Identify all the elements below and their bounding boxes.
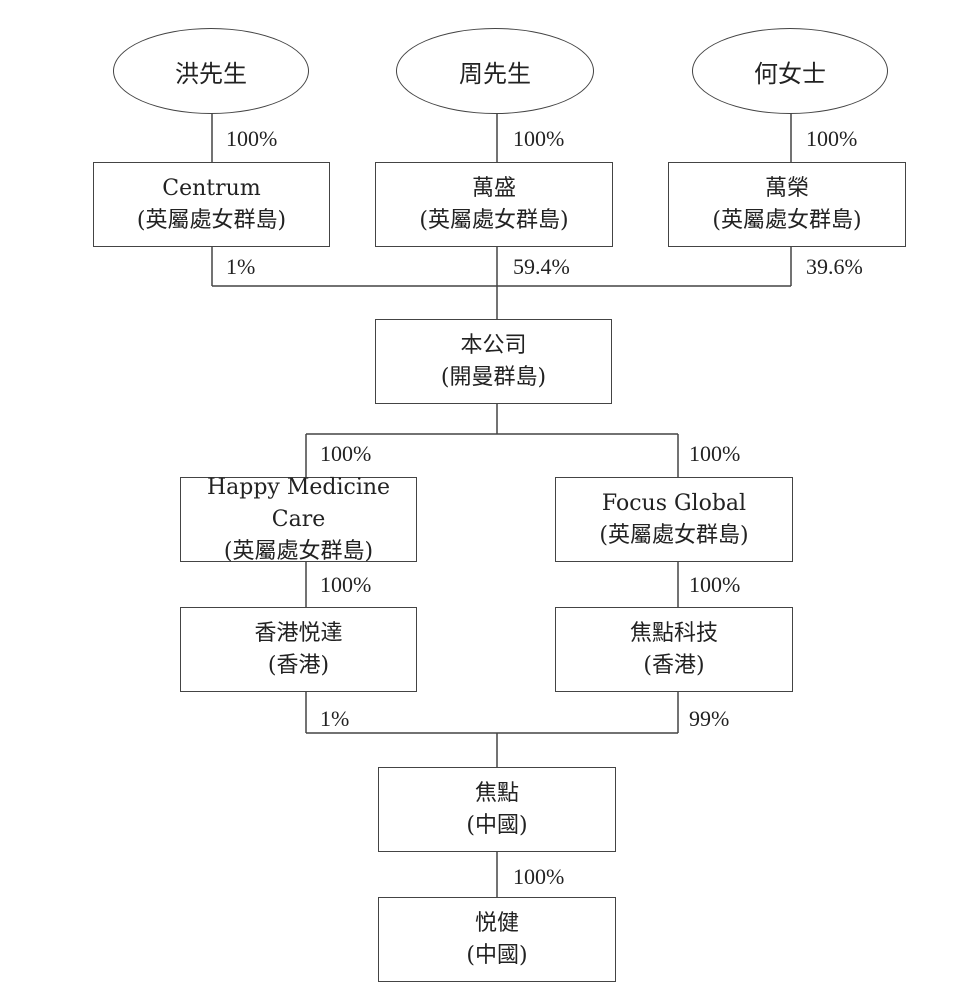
entity-yuejian: 悦健 (中國) [378, 897, 616, 982]
shareholder-ho-name: 何女士 [754, 59, 826, 88]
pct-ho-wanwing: 100% [806, 126, 858, 151]
entity-focus-global-place: (英屬處女群島) [599, 522, 749, 548]
entity-focus-tech: 焦點科技 (香港) [555, 607, 793, 692]
pct-happy-hk: 100% [320, 572, 372, 597]
entity-focus-tech-name: 焦點科技 [629, 620, 718, 646]
entity-centrum-place: (英屬處女群島) [136, 207, 287, 233]
entity-focus-global: Focus Global (英屬處女群島) [555, 477, 793, 562]
pct-wanwing-company: 39.6% [806, 254, 863, 279]
entity-hk-yueda-place: (香港) [267, 652, 330, 678]
entity-wanwing: 萬榮 (英屬處女群島) [668, 162, 906, 247]
entity-wansing: 萬盛 (英屬處女群島) [375, 162, 613, 247]
pct-company-happy: 100% [320, 441, 372, 466]
entity-company-place: (開曼群島) [440, 364, 547, 390]
pct-yueda-prc: 1% [320, 706, 350, 731]
shareholder-ho: 何女士 [692, 28, 888, 114]
shareholder-chow-name: 周先生 [459, 59, 531, 88]
entity-hk-yueda: 香港悦達 (香港) [180, 607, 417, 692]
entity-focus-global-name: Focus Global [601, 490, 747, 516]
pct-focustech-prc: 99% [689, 706, 730, 731]
entity-company: 本公司 (開曼群島) [375, 319, 612, 404]
entity-focus-prc-place: (中國) [466, 812, 528, 838]
entity-yuejian-name: 悦健 [474, 910, 519, 936]
pct-wansing-company: 59.4% [513, 254, 570, 279]
entity-happy-medicine-care: Happy Medicine Care (英屬處女群島) [180, 475, 417, 564]
entity-wanwing-name: 萬榮 [764, 175, 809, 201]
entity-company-name: 本公司 [460, 332, 527, 358]
shareholder-hung: 洪先生 [113, 28, 309, 114]
shareholder-chow: 周先生 [396, 28, 594, 114]
entity-focus-prc-name: 焦點 [474, 780, 519, 806]
pct-centrum-company: 1% [226, 254, 256, 279]
entity-focus-tech-place: (香港) [643, 652, 705, 678]
entity-wansing-name: 萬盛 [471, 175, 516, 201]
entity-wanwing-place: (英屬處女群島) [712, 207, 862, 233]
entity-yuejian-place: (中國) [466, 942, 528, 968]
entity-happy-medicine-care-place: (英屬處女群島) [223, 538, 374, 564]
entity-centrum: Centrum (英屬處女群島) [93, 162, 330, 247]
entity-centrum-name: Centrum [162, 175, 261, 201]
pct-focus-hk: 100% [689, 572, 741, 597]
entity-wansing-place: (英屬處女群島) [419, 207, 569, 233]
entity-focus-prc: 焦點 (中國) [378, 767, 616, 852]
pct-hung-centrum: 100% [226, 126, 278, 151]
entity-happy-medicine-care-name: Happy Medicine Care [206, 474, 391, 532]
shareholder-hung-name: 洪先生 [175, 59, 247, 88]
pct-chow-wansing: 100% [513, 126, 565, 151]
entity-hk-yueda-name: 香港悦達 [254, 620, 343, 646]
pct-company-focus: 100% [689, 441, 741, 466]
pct-focusprc-yuejian: 100% [513, 864, 565, 889]
